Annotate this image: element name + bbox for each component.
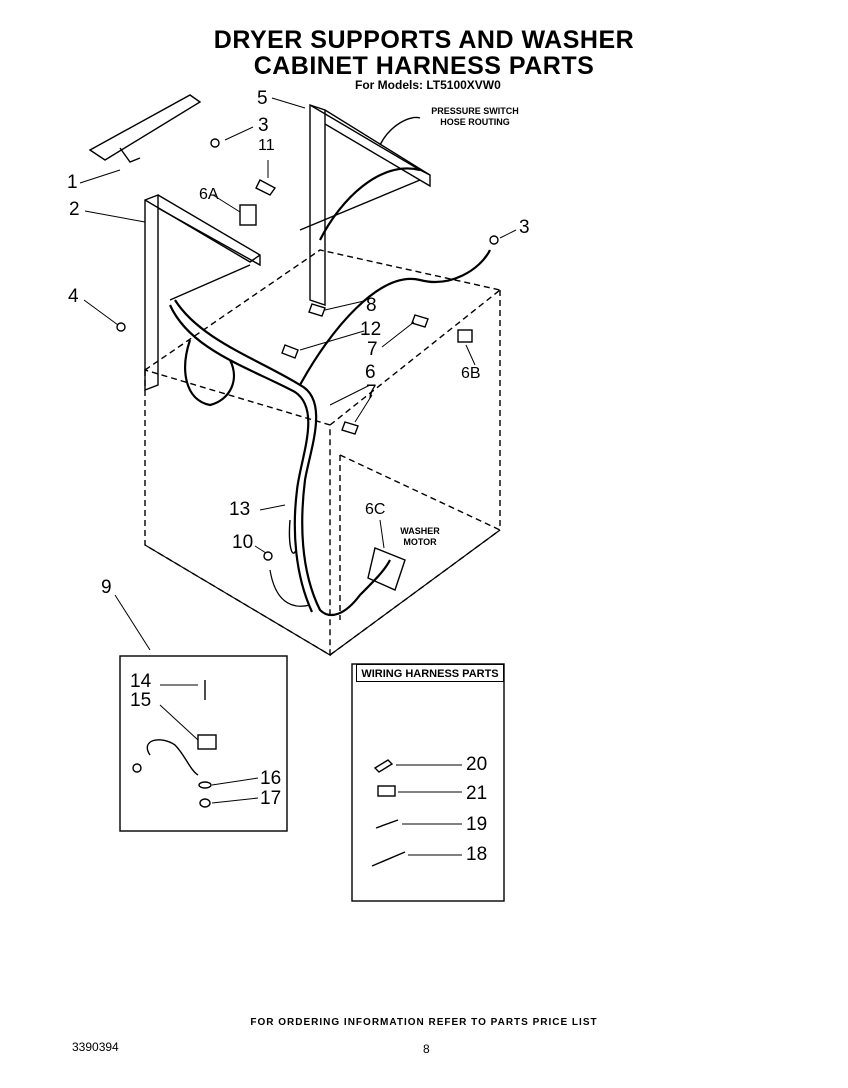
- left-dryer-support: [144, 193, 261, 392]
- screw-10: [263, 551, 273, 561]
- clip-7-lower: [341, 421, 359, 435]
- callout-3-top: 3: [258, 115, 269, 136]
- callout-1: 1: [67, 172, 78, 193]
- callout-15: 15: [130, 690, 152, 711]
- callout-12: 12: [360, 319, 382, 340]
- callout-10: 10: [232, 532, 254, 553]
- clip-7-upper: [411, 314, 429, 328]
- page-number: 8: [423, 1042, 430, 1056]
- screw-3-right: [489, 235, 499, 245]
- callout-18: 18: [466, 844, 488, 865]
- callout-6: 6: [365, 362, 376, 383]
- washer-motor-note-line-2: MOTOR: [403, 537, 437, 547]
- page-title-line-1: DRYER SUPPORTS AND WASHER: [213, 26, 635, 54]
- right-dryer-support: [299, 104, 431, 306]
- callout-16: 16: [260, 768, 282, 789]
- pressure-switch-note-line-1: PRESSURE SWITCH: [431, 106, 519, 116]
- wiring-harness-parts-title: WIRING HARNESS PARTS: [356, 664, 504, 682]
- clip-12: [281, 344, 299, 359]
- callout-3-right: 3: [519, 217, 530, 238]
- callout-14: 14: [130, 671, 152, 692]
- pressure-switch-hose: [379, 116, 421, 146]
- washer-motor-note-line-1: WASHER: [400, 526, 440, 536]
- page-title-line-2: CABINET HARNESS PARTS: [253, 52, 595, 80]
- document-number: 3390394: [72, 1040, 119, 1054]
- cabinet-base-edge: [144, 529, 501, 656]
- callout-5: 5: [257, 88, 268, 109]
- callout-6b: 6B: [461, 365, 481, 382]
- top-bracket: [88, 94, 202, 163]
- ordering-footer: FOR ORDERING INFORMATION REFER TO PARTS …: [250, 1017, 598, 1028]
- callout-17: 17: [260, 788, 282, 809]
- callout-7-upper: 7: [367, 339, 378, 360]
- callout-6c: 6C: [365, 501, 386, 518]
- screw-4: [116, 322, 126, 332]
- callout-9: 9: [101, 577, 112, 598]
- callout-7-lower: 7: [366, 382, 377, 403]
- models-subtitle: For Models: LT5100XVW0: [355, 78, 501, 92]
- washer-cabinet: [144, 249, 501, 657]
- screw-3-left: [210, 138, 220, 148]
- wiring-parts-leaders: [396, 764, 462, 856]
- callout-6a: 6A: [199, 186, 219, 203]
- pressure-switch-note: PRESSURE SWITCH HOSE ROUTING: [425, 106, 525, 128]
- clip-11: [255, 179, 277, 196]
- connector-6b: [457, 329, 473, 343]
- wiring-parts-icons: [371, 759, 406, 867]
- connector-6a: [239, 204, 257, 226]
- callout-8: 8: [366, 295, 377, 316]
- leader-lines: [79, 97, 517, 651]
- inset-leader-lines: [159, 684, 259, 804]
- washer-motor-connector-6c: [367, 547, 406, 591]
- ground-wire-inset-box: [119, 655, 288, 832]
- callout-4: 4: [68, 286, 79, 307]
- wiring-harness: [168, 167, 491, 617]
- callout-13: 13: [229, 499, 251, 520]
- callout-2: 2: [69, 199, 80, 220]
- clip-8: [308, 303, 326, 317]
- callout-21: 21: [466, 783, 488, 804]
- washer-motor-note: WASHER MOTOR: [390, 526, 450, 548]
- ground-wire-assembly: [132, 680, 217, 808]
- callout-19: 19: [466, 814, 488, 835]
- pressure-switch-note-line-2: HOSE ROUTING: [440, 117, 510, 127]
- callout-20: 20: [466, 754, 488, 775]
- callout-11: 11: [258, 137, 275, 154]
